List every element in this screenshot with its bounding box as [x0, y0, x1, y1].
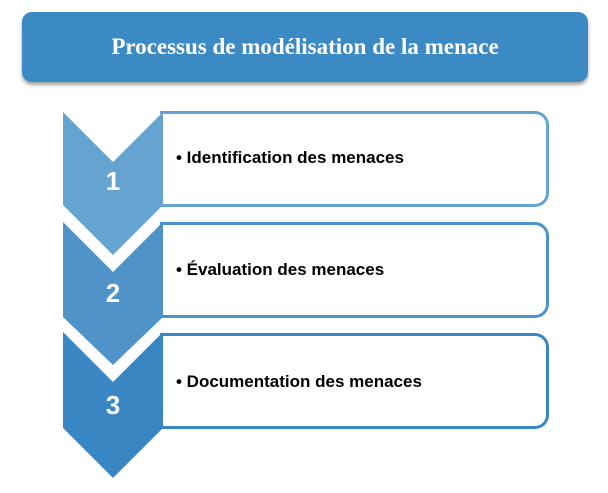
step-1-chevron — [63, 112, 163, 255]
step-1-number: 1 — [105, 166, 121, 196]
step-3-box — [160, 333, 549, 429]
step-3-number: 3 — [105, 390, 121, 420]
step-1-box — [160, 111, 549, 207]
step-2-label: • Évaluation des menaces — [176, 260, 385, 279]
step-2-chevron — [63, 222, 163, 365]
step-3-label: • Documentation des menaces — [176, 372, 422, 391]
step-3-chevron — [63, 332, 163, 478]
diagram-title: Processus de modélisation de la menace — [22, 12, 588, 82]
step-1-label: • Identification des menaces — [176, 148, 404, 167]
step-2-box — [160, 222, 549, 318]
step-2-number: 2 — [105, 278, 121, 308]
